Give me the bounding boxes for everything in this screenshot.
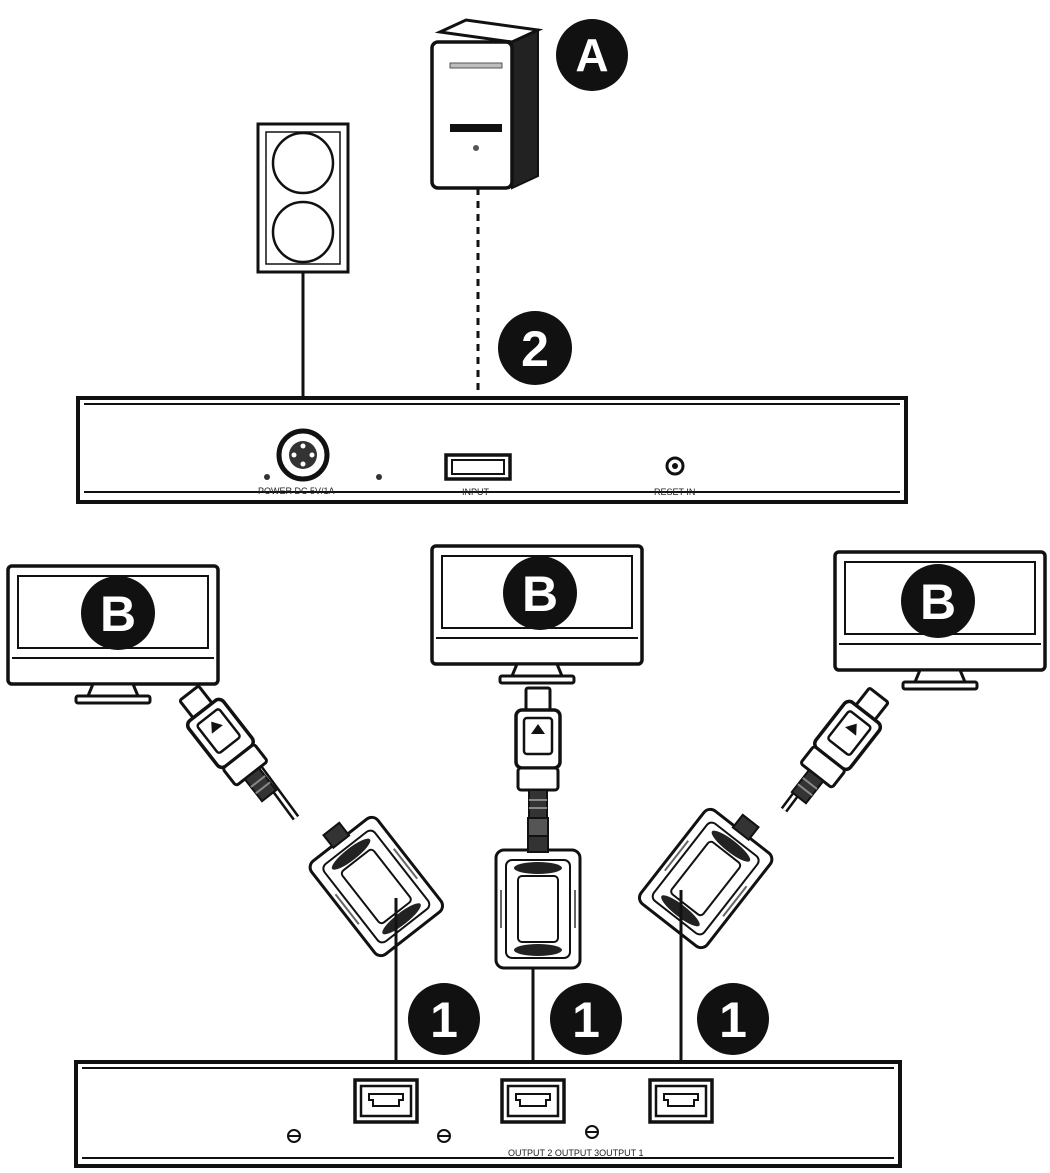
screw-icon (264, 474, 270, 480)
computer-tower-icon (430, 18, 544, 190)
input-port-label: INPUT (462, 487, 490, 497)
monitor-right-badge: B (901, 564, 975, 638)
computer-label: A (575, 29, 608, 81)
computer-label-badge: A (556, 19, 628, 91)
output-step-left-badge: 1 (408, 983, 480, 1055)
center-dp-cable (494, 686, 582, 970)
input-port-icon (444, 453, 512, 481)
monitor-left-badge: B (81, 576, 155, 650)
output-step-center-label: 1 (572, 992, 600, 1048)
screw-icon (585, 1125, 599, 1139)
center-adapter-icon (494, 834, 582, 970)
power-port-label: POWER DC 5V/1A (258, 486, 335, 496)
power-jack-icon (276, 428, 330, 482)
reset-button-icon (665, 456, 685, 476)
splitter-front-panel: POWER DC 5V/1A INPUT RESET IN (76, 396, 908, 504)
input-step-badge: 2 (498, 311, 572, 385)
screw-icon (437, 1129, 451, 1143)
output-step-center-badge: 1 (550, 983, 622, 1055)
monitor-center-label: B (522, 566, 558, 622)
left-adapter-icon (296, 801, 448, 961)
output-step-left-label: 1 (430, 992, 458, 1048)
output-port-center-icon (500, 1078, 566, 1124)
wall-outlet-icon (256, 122, 350, 274)
reset-port-label: RESET IN (654, 487, 695, 497)
output-port-left-icon (353, 1078, 419, 1124)
screw-icon (376, 474, 382, 480)
input-step-label: 2 (521, 321, 549, 377)
splitter-back-panel: OUTPUT 2 OUTPUT 3OUTPUT 1 (74, 1060, 902, 1168)
output-port-right-icon (648, 1078, 714, 1124)
right-adapter-icon (634, 793, 786, 953)
output-step-right-label: 1 (719, 992, 747, 1048)
left-dp-cable (169, 677, 448, 961)
monitor-center-badge: B (503, 556, 577, 630)
monitor-right-label: B (920, 574, 956, 630)
screw-icon (287, 1129, 301, 1143)
output-step-right-badge: 1 (697, 983, 769, 1055)
output-ports-label: OUTPUT 2 OUTPUT 3OUTPUT 1 (508, 1148, 644, 1158)
monitor-left-label: B (100, 586, 136, 642)
right-dp-cable (634, 679, 899, 953)
